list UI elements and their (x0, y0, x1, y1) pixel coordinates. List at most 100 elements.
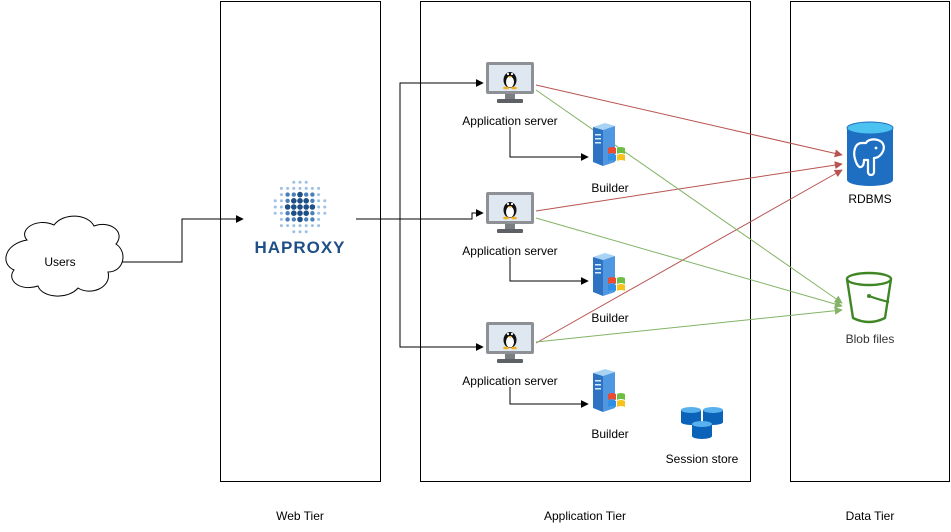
app2-to-blob-edge (535, 217, 843, 308)
postgres-database-icon (846, 121, 894, 186)
haproxy-dot (304, 217, 309, 222)
haproxy-dot (317, 199, 321, 203)
data-tier-label: Data Tier (846, 509, 895, 523)
haproxy-dot (292, 224, 296, 228)
haproxy-dot (310, 211, 315, 216)
haproxy-dot (279, 211, 283, 215)
haproxy-dot (310, 217, 315, 222)
haproxy-dot (310, 186, 314, 190)
builder-1-label: Builder (591, 181, 628, 195)
haproxy-dot (303, 210, 310, 216)
haproxy-dot (279, 217, 283, 221)
app2-to-builder2-edge (509, 257, 589, 285)
haproxy-dot (304, 192, 309, 197)
app-server-3: Application server (462, 322, 558, 388)
rdbms-connectors (535, 84, 843, 344)
haproxy-dot (323, 205, 327, 209)
haproxy-dot (279, 186, 283, 190)
haproxy-dot (297, 204, 303, 210)
haproxy-dot (323, 199, 327, 203)
haproxy-dot (279, 205, 283, 209)
haproxy-dot (291, 198, 297, 204)
app-server-2: Application server (462, 192, 558, 258)
haproxy-dot (317, 211, 321, 215)
haproxy-dot (292, 186, 296, 190)
app1-to-rdbms-edge (535, 84, 843, 158)
haproxy-to-app2-edge (356, 209, 484, 220)
haproxy-dot (310, 224, 314, 228)
session-store: Session store (666, 407, 739, 466)
haproxy-dot (291, 210, 297, 216)
haproxy-dot (317, 224, 321, 228)
haproxy-dot (303, 198, 310, 204)
blob-node: Blob files (845, 271, 895, 346)
haproxy-dot (292, 230, 296, 234)
haproxy-dot (304, 180, 308, 184)
app-server-1: Application server (462, 62, 558, 128)
haproxy-dot (279, 199, 283, 203)
haproxy-dot (317, 186, 321, 190)
app-server-2-label: Application server (462, 244, 557, 258)
builder-1: Builder (591, 123, 629, 195)
app3-to-builder3-edge (509, 387, 589, 408)
haproxy-dot (285, 198, 290, 203)
users-node: Users (5, 215, 124, 297)
haproxy-dot (291, 192, 296, 197)
haproxy-logo: HAPROXY (254, 180, 345, 257)
haproxy-logo-text: HAPROXY (254, 238, 345, 257)
haproxy-dot (286, 224, 290, 228)
app-server-3-label: Application server (462, 374, 557, 388)
app2-to-rdbms-edge (535, 161, 843, 212)
haproxy-dot (279, 224, 283, 228)
haproxy-dot (273, 199, 277, 203)
application-tier-box (420, 1, 751, 482)
haproxy-dot (304, 230, 308, 234)
app1-to-blob-edge (535, 89, 843, 304)
data-tier-box (790, 1, 950, 482)
blob-label: Blob files (846, 332, 895, 346)
builder-2-label: Builder (591, 311, 628, 325)
builder-3: Builder (591, 369, 629, 441)
haproxy-dot (310, 198, 315, 203)
haproxy-dot (273, 211, 277, 215)
haproxy-dot (304, 224, 308, 228)
app3-to-blob-edge (535, 306, 843, 343)
bucket-icon (845, 271, 893, 324)
haproxy-dot (304, 186, 308, 190)
haproxy-dot (317, 193, 321, 197)
users-label: Users (44, 255, 75, 269)
haproxy-dot (323, 211, 327, 215)
haproxy-dot (298, 186, 302, 190)
session-store-label: Session store (666, 452, 739, 466)
blob-connectors (535, 89, 843, 343)
haproxy-dot (298, 230, 302, 234)
cloud-icon (5, 215, 124, 297)
application-tier-label: Application Tier (544, 509, 626, 523)
haproxy-dot (273, 205, 277, 209)
haproxy-dot (317, 205, 321, 209)
users-to-haproxy-edge (120, 215, 244, 263)
haproxy-dot (298, 224, 302, 228)
haproxy-dot (297, 216, 303, 223)
haproxy-dot (286, 186, 290, 190)
app-server-1-label: Application server (462, 114, 557, 128)
haproxy-dots-icon (273, 180, 327, 234)
haproxy-dot (317, 217, 321, 221)
haproxy-to-app3-edge (399, 219, 484, 351)
haproxy-dot (309, 204, 316, 210)
haproxy-dot (298, 180, 302, 184)
haproxy-dot (297, 198, 303, 204)
session-store-icon (681, 407, 723, 439)
haproxy-dot (284, 204, 291, 210)
web-tier-box (220, 1, 381, 482)
haproxy-dot (310, 192, 315, 197)
builder-2: Builder (591, 253, 629, 325)
haproxy-dot (291, 204, 297, 210)
rdbms-node: RDBMS (846, 121, 894, 206)
haproxy-dot (279, 193, 283, 197)
haproxy-dot (285, 211, 290, 216)
haproxy-dot (297, 191, 303, 198)
haproxy-dot (292, 180, 296, 184)
haproxy-dot (285, 192, 290, 197)
